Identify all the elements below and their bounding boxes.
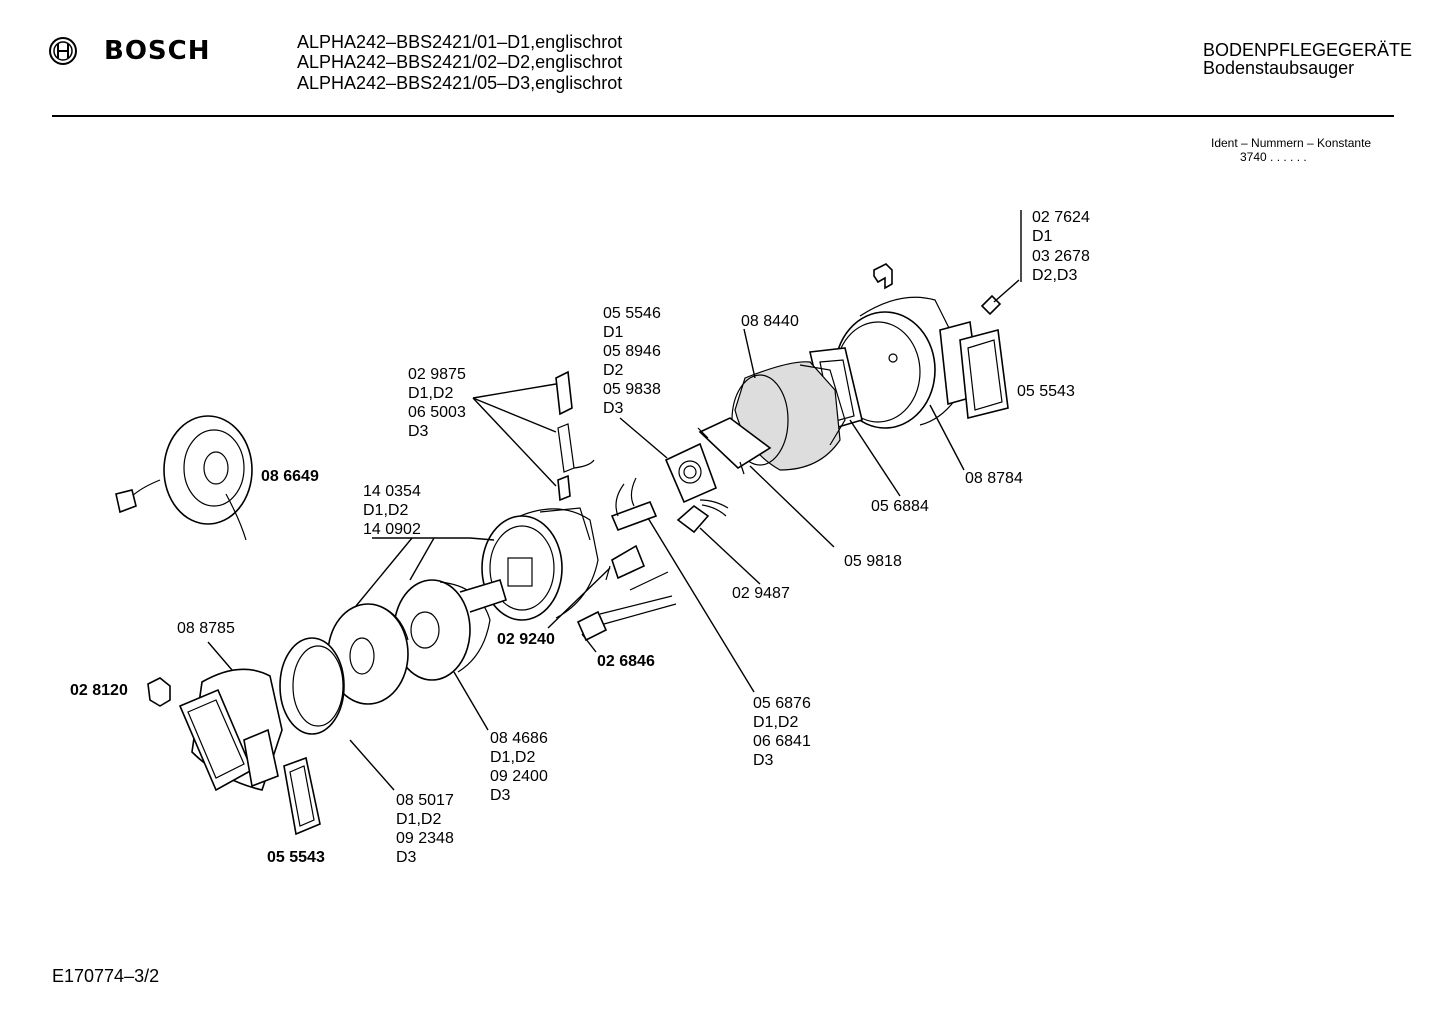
model-line-1: ALPHA242–BBS2421/01–D1,englischrot — [297, 32, 623, 52]
label-029240: 02 9240 — [497, 631, 555, 648]
svg-text:02 7624: 02 7624 — [1032, 209, 1090, 226]
svg-text:D1,D2: D1,D2 — [753, 714, 798, 731]
label-026846: 02 6846 — [597, 653, 655, 670]
svg-text:D1,D2: D1,D2 — [490, 749, 535, 766]
fuse-part — [576, 595, 677, 642]
svg-text:D2,D3: D2,D3 — [1032, 267, 1077, 284]
label-029875: 02 9875 D1,D2 06 5003 D3 — [408, 366, 466, 440]
ident-code: 3740 . . . . . . — [1240, 150, 1307, 164]
svg-text:05 9838: 05 9838 — [603, 381, 661, 398]
label-056884: 05 6884 — [871, 498, 929, 515]
svg-text:05 5546: 05 5546 — [603, 305, 661, 322]
svg-text:14 0354: 14 0354 — [363, 483, 421, 500]
svg-text:D1,D2: D1,D2 — [408, 385, 453, 402]
svg-text:06 6841: 06 6841 — [753, 733, 811, 750]
brand-name: BOSCH — [104, 36, 211, 66]
clip-part-028120 — [147, 677, 171, 707]
label-088785: 08 8785 — [177, 620, 235, 637]
label-028120: 02 8120 — [70, 682, 128, 699]
rear-housing-part — [834, 296, 956, 429]
svg-text:02 9875: 02 9875 — [408, 366, 466, 383]
svg-text:06 5003: 06 5003 — [408, 404, 466, 421]
svg-text:D3: D3 — [408, 423, 429, 440]
label-059818: 05 9818 — [844, 553, 902, 570]
label-085017: 08 5017 D1,D2 09 2348 D3 — [396, 792, 454, 866]
switch-plate-part — [664, 442, 718, 504]
model-line-3: ALPHA242–BBS2421/05–D3,englischrot — [297, 73, 623, 93]
document-code: E170774–3/2 — [52, 966, 160, 986]
label-055543-left: 05 5543 — [267, 849, 325, 866]
svg-text:05 8946: 05 8946 — [603, 343, 661, 360]
clip-part-top — [873, 263, 893, 290]
svg-text:09 2348: 09 2348 — [396, 830, 454, 847]
wiring-part — [676, 499, 729, 534]
svg-text:D3: D3 — [396, 849, 417, 866]
label-027624: 02 7624 D1 03 2678 D2,D3 — [1032, 209, 1090, 284]
svg-text:D3: D3 — [490, 787, 511, 804]
plate-part — [697, 417, 772, 475]
svg-text:D1: D1 — [1032, 228, 1053, 245]
category-title: BODENPFLEGEGERÄTE — [1203, 40, 1413, 60]
svg-text:09 2400: 09 2400 — [490, 768, 548, 785]
leader-lines — [207, 279, 1020, 791]
svg-text:D1: D1 — [603, 324, 624, 341]
svg-text:D3: D3 — [753, 752, 774, 769]
bosch-logo-icon — [49, 37, 77, 65]
capacitor-part — [610, 477, 658, 532]
svg-text:03 2678: 03 2678 — [1032, 248, 1090, 265]
label-029487: 02 9487 — [732, 585, 790, 602]
label-088784: 08 8784 — [965, 470, 1023, 487]
svg-text:D3: D3 — [603, 400, 624, 417]
brush-holder-part — [605, 544, 669, 591]
header-divider — [52, 115, 1394, 117]
filter-frame-left — [283, 756, 321, 836]
filter-frame-right — [939, 320, 1009, 420]
svg-text:14 0902: 14 0902 — [363, 521, 421, 538]
front-housing-part — [178, 668, 283, 792]
carbon-brush-part — [555, 370, 595, 502]
svg-text:D2: D2 — [603, 362, 624, 379]
svg-text:08 5017: 08 5017 — [396, 792, 454, 809]
label-055543-right: 05 5543 — [1017, 383, 1075, 400]
svg-text:D1,D2: D1,D2 — [363, 502, 408, 519]
label-055546: 05 5546 D1 05 8946 D2 05 9838 D3 — [603, 305, 661, 417]
cord-reel-part — [115, 415, 253, 541]
label-140354: 14 0354 D1,D2 14 0902 — [363, 483, 421, 538]
label-088440: 08 8440 — [741, 313, 799, 330]
ident-title: Ident – Nummern – Konstante — [1211, 136, 1372, 150]
label-056876: 05 6876 D1,D2 06 6841 D3 — [753, 695, 811, 769]
motor-housing-part — [481, 507, 599, 621]
svg-text:D1,D2: D1,D2 — [396, 811, 441, 828]
model-line-2: ALPHA242–BBS2421/02–D2,englischrot — [297, 52, 623, 72]
category-subtitle: Bodenstaubsauger — [1203, 58, 1355, 78]
label-086649: 08 6649 — [261, 468, 319, 485]
label-084686: 08 4686 D1,D2 09 2400 D3 — [490, 730, 548, 804]
svg-text:05 6876: 05 6876 — [753, 695, 811, 712]
svg-text:08 4686: 08 4686 — [490, 730, 548, 747]
ring-gasket-part — [279, 637, 345, 735]
armature-part — [393, 579, 507, 681]
